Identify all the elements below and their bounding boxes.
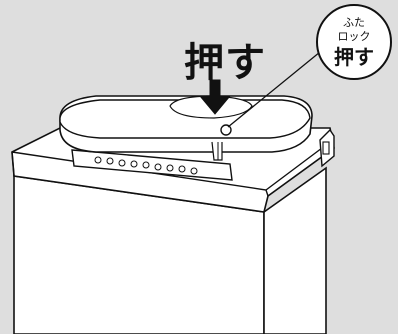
callout-circle: [316, 4, 392, 80]
appliance-body-side: [263, 166, 327, 334]
lid-lock-button: [220, 124, 232, 136]
lid-lock-callout: ふた ロック 押す: [316, 4, 392, 80]
lid-latch: [211, 141, 223, 161]
side-button: [319, 128, 335, 168]
control-panel-buttons: [94, 156, 198, 175]
callout-text-press: 押す: [334, 45, 374, 69]
callout-leader-line: [227, 51, 321, 128]
callout-text-lid: ふた: [343, 16, 365, 29]
press-label: 押す: [184, 40, 266, 86]
press-arrow: [198, 79, 232, 115]
callout-text-lock: ロック: [337, 30, 371, 43]
